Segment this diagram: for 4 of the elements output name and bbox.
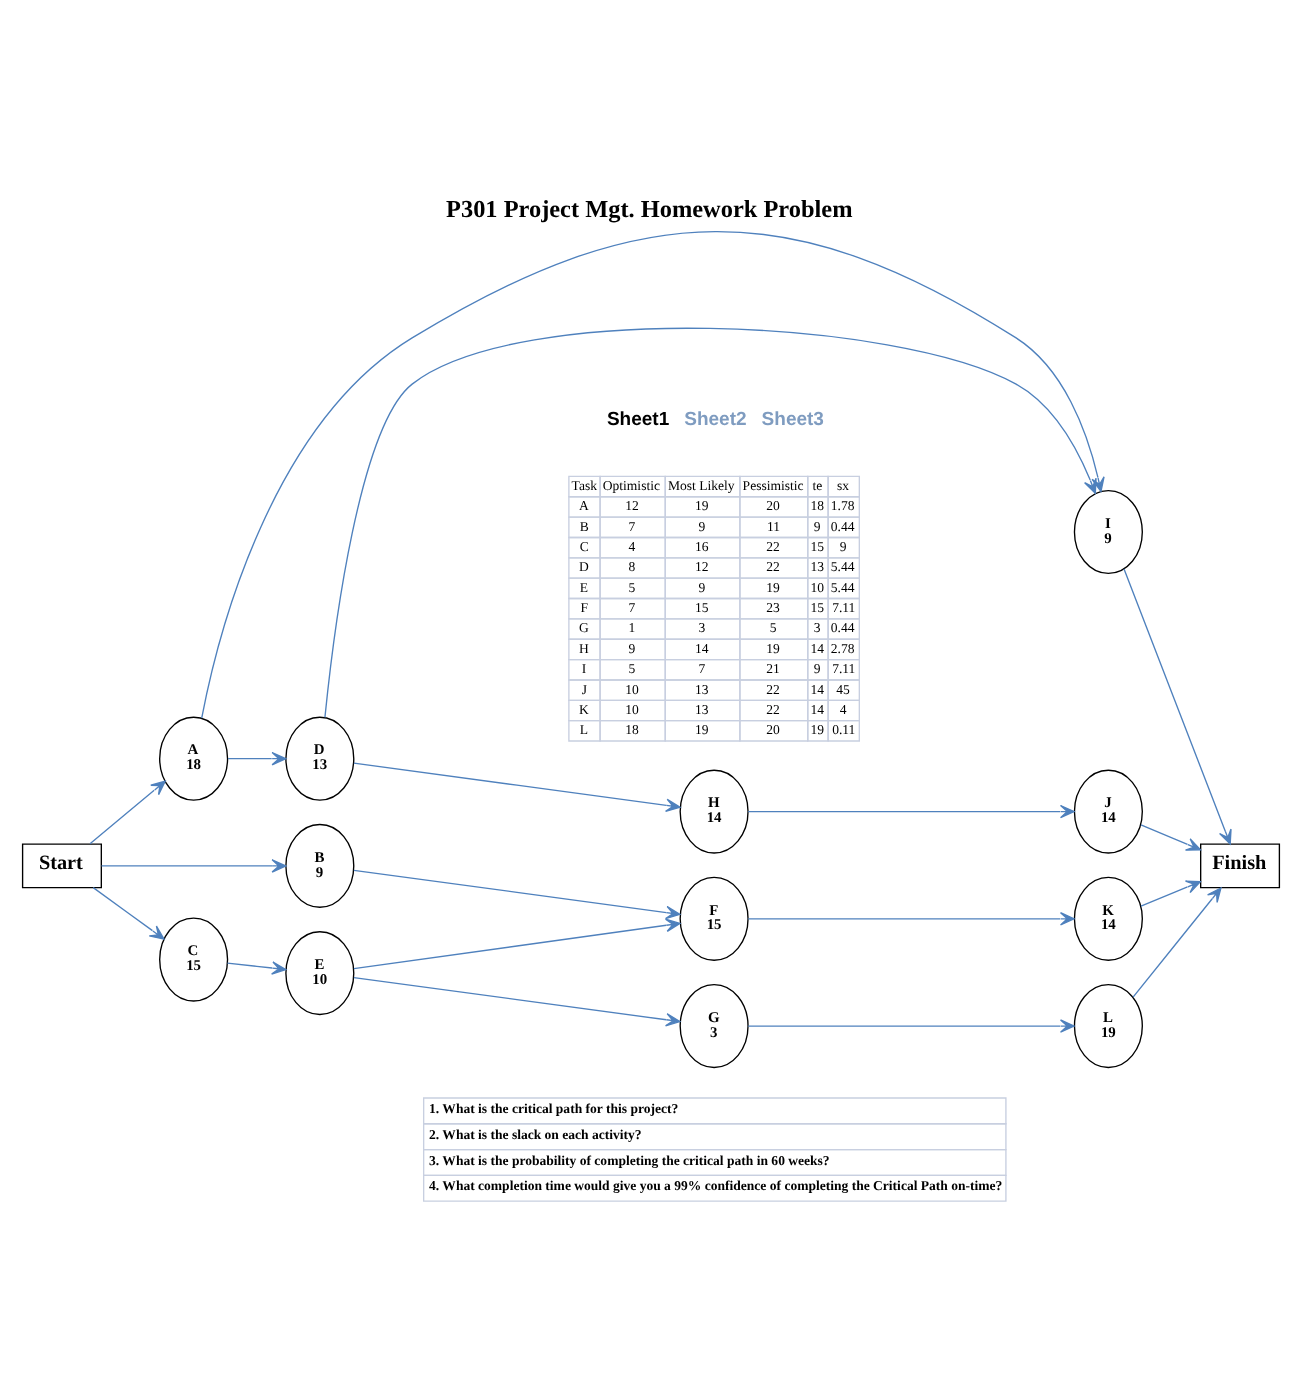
label: Sheet2 — [684, 409, 747, 432]
diagram-title: P301 Project Mgt. Homework Problem — [446, 195, 853, 224]
label: Sheet3 — [761, 409, 824, 432]
label: Sheet1 — [606, 409, 670, 432]
